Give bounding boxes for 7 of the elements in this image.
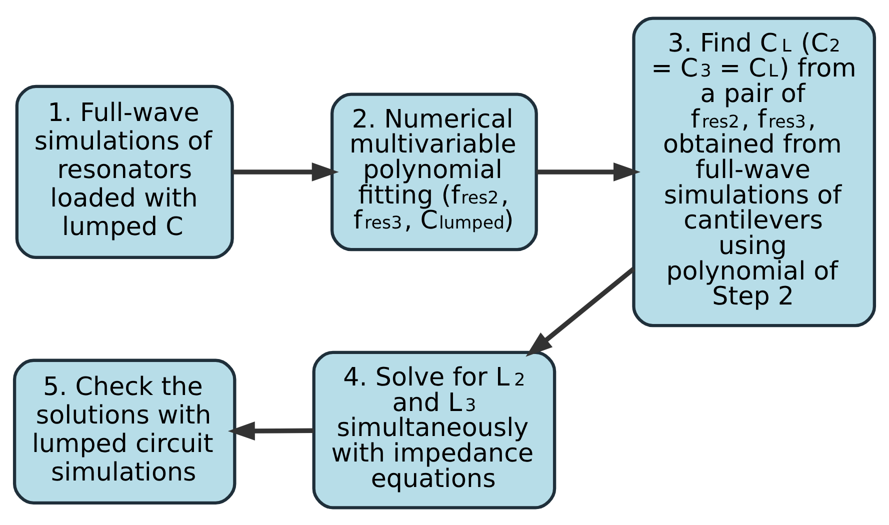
arrow	[232, 162, 339, 181]
arrow	[228, 421, 314, 440]
node-box: 5. Check the solutions with lumped circuit simulations	[12, 358, 236, 504]
node-box: 2. Numerical multivariable polynomial fitting (fres2, fres3, Clumped)	[330, 92, 538, 251]
arrow	[536, 162, 640, 181]
node-box: 1. Full-wave simulations of resonators loaded with lumped C	[15, 84, 234, 259]
arrow	[526, 266, 636, 356]
